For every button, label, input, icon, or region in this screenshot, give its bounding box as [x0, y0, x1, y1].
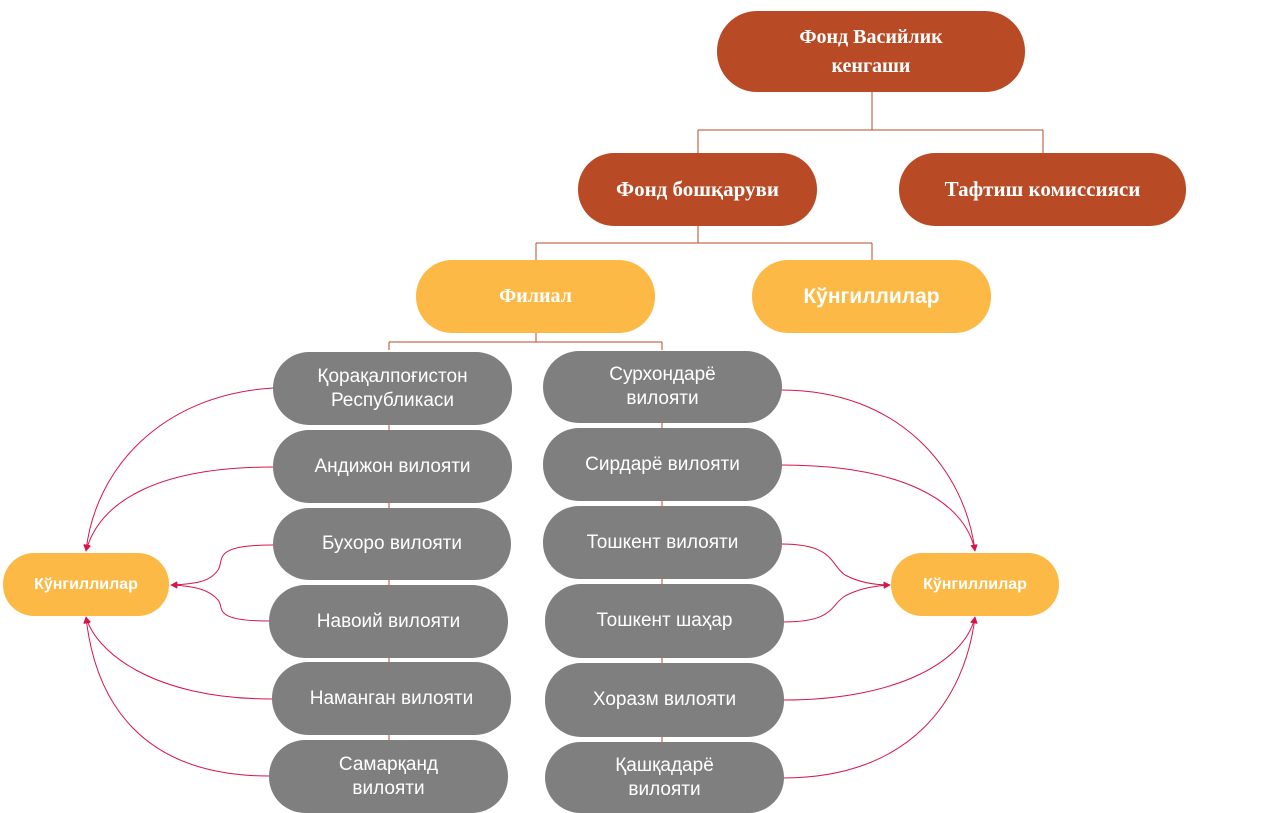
region-karakalpakstan: Қорақалпоғистон Республикаси [273, 352, 512, 425]
arrow-karakalpakstan [83, 387, 274, 552]
arrow-namangan [84, 616, 273, 700]
arrow-surkhandarya [780, 389, 978, 552]
volunteer-arrows [83, 387, 978, 779]
hierarchy-lines [388, 92, 1044, 742]
volunteers-main-node: Кўнгиллилар [752, 260, 991, 333]
arrow-syrdarya [780, 464, 978, 552]
region-khorezm: Хоразм вилояти [545, 663, 784, 737]
arrow-kashkadarya [782, 616, 978, 779]
region-syrdarya: Сирдарё вилояти [543, 428, 782, 501]
arrow-bukhara [170, 544, 274, 589]
region-bukhara: Бухоро вилояти [273, 508, 511, 580]
region-samarkand: Самарқанд вилояти [269, 740, 508, 813]
branch-node: Филиал [416, 260, 655, 333]
arrow-tashkent-city [782, 581, 891, 623]
region-namangan: Наманган вилояти [272, 662, 511, 735]
arrow-navoi [170, 581, 270, 622]
board-to-second-level-line [697, 92, 1044, 153]
volunteers-right-node: Кўнгиллилар [891, 553, 1059, 616]
arrow-andijan [84, 466, 274, 552]
board-of-trustees-node: Фонд Васийлик кенгаши [717, 11, 1025, 92]
region-tashkent-city: Тошкент шаҳар [545, 584, 784, 658]
region-tashkent-region: Тошкент вилояти [543, 506, 782, 579]
region-navoi: Навоий вилояти [269, 585, 508, 658]
branch-to-regions-line [388, 333, 663, 350]
arrow-khorezm [782, 616, 977, 701]
arrow-samarkand [83, 616, 270, 777]
region-surkhandarya: Сурхондарё вилояти [543, 351, 782, 423]
region-andijan: Андижон вилояти [273, 430, 512, 503]
management-to-third-level-line [535, 226, 873, 260]
audit-commission-node: Тафтиш комиссияси [899, 153, 1186, 226]
arrow-tashkent-region [780, 543, 891, 589]
fund-management-node: Фонд бошқаруви [578, 153, 817, 226]
region-kashkadarya: Қашқадарё вилояти [545, 742, 784, 813]
volunteers-left-node: Кўнгиллилар [3, 553, 169, 616]
